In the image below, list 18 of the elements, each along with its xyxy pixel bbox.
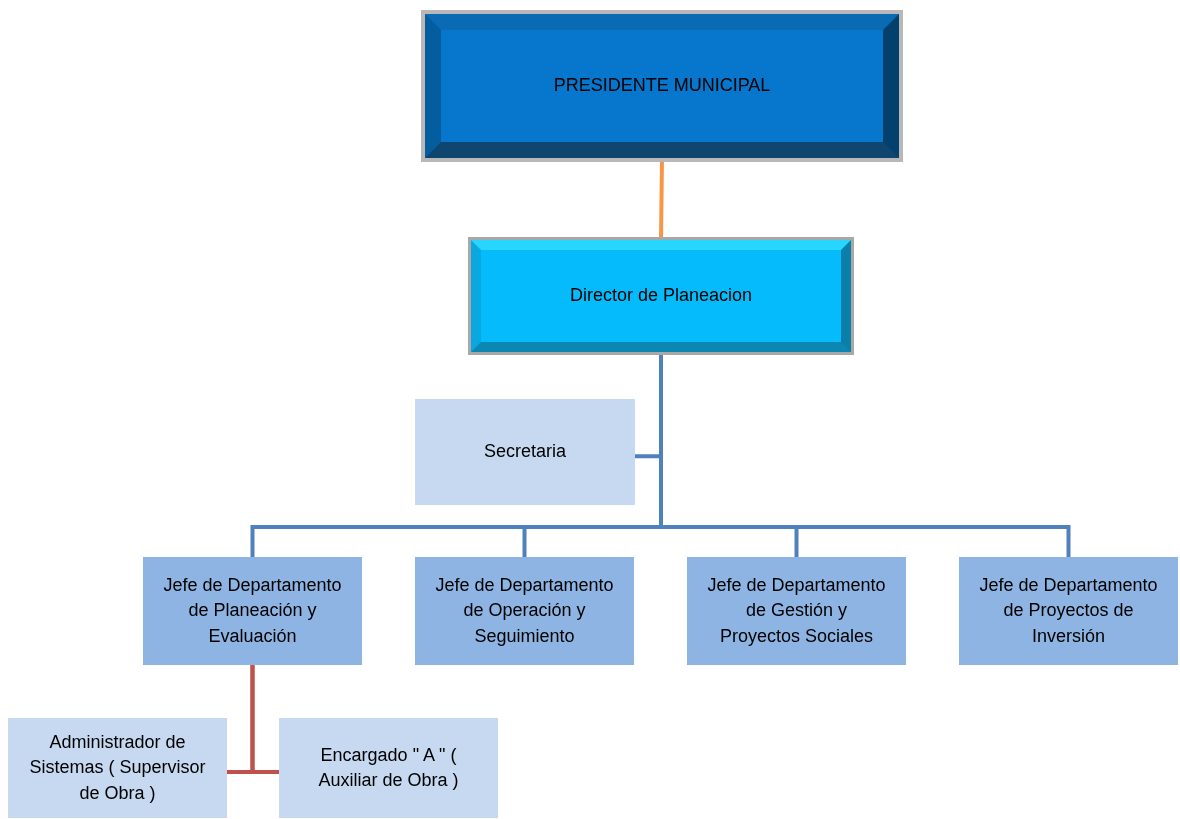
position-title: Jefe de Departamento de Operación y Seguimiento bbox=[434, 574, 615, 648]
position-title: Jefe de Departamento de Planeación y Evaluación bbox=[162, 574, 343, 648]
position-box bbox=[279, 718, 498, 818]
position-title: Encargado " A " ( Auxiliar de Obra ) bbox=[317, 743, 460, 792]
department-box bbox=[687, 557, 906, 665]
position-title: Secretaria bbox=[483, 440, 566, 464]
position-title: Jefe de Departamento de Proyectos de Inversión bbox=[978, 574, 1159, 648]
position-title: Jefe de Departamento de Gestión y Proyectos Sociales bbox=[706, 574, 887, 648]
director-box bbox=[471, 240, 851, 352]
position-box bbox=[415, 399, 635, 505]
position-box bbox=[8, 718, 227, 818]
department-box bbox=[959, 557, 1178, 665]
position-title: Administrador de Sistemas ( Supervisor de Obra ) bbox=[28, 731, 207, 805]
position-title: Director de Planeacion bbox=[569, 284, 753, 308]
connector-line bbox=[250, 665, 279, 774]
position-title: PRESIDENTE MUNICIPAL bbox=[553, 74, 771, 98]
department-box bbox=[143, 557, 362, 665]
department-box bbox=[415, 557, 634, 665]
